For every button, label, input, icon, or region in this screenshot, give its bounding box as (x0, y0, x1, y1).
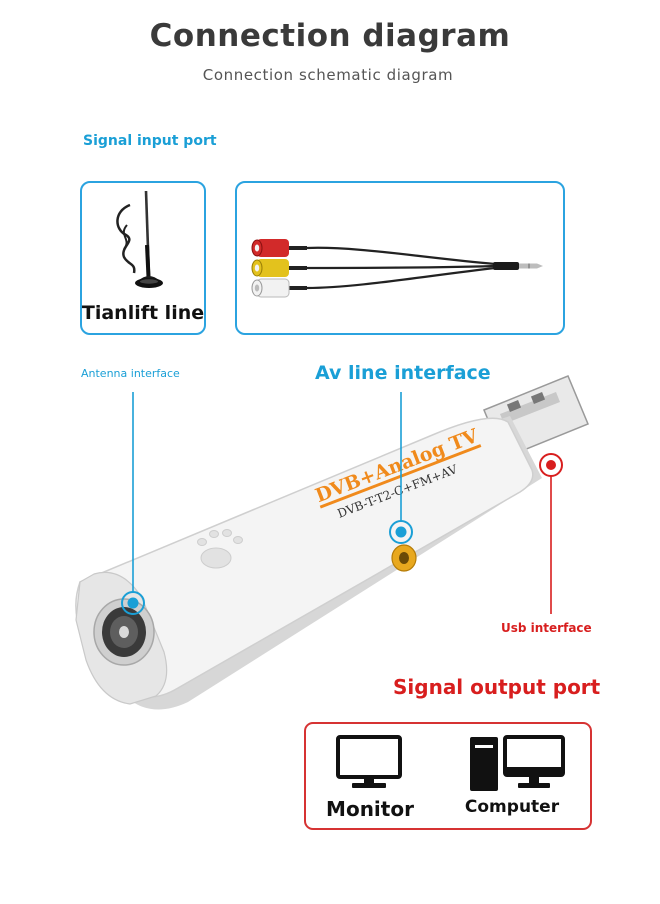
av-interface-label: Av line interface (315, 362, 491, 384)
computer-label: Computer (464, 797, 560, 817)
page-title: Connection diagram (149, 18, 511, 54)
page-subtitle: Connection schematic diagram (202, 66, 454, 84)
signal-input-heading: Signal input port (83, 133, 217, 149)
antenna-interface-label: Antenna interface (81, 367, 180, 380)
monitor-icon (336, 735, 402, 788)
usb-interface-label: Usb interface (501, 621, 592, 635)
monitor-label: Monitor (326, 797, 414, 821)
computer-icon (470, 735, 565, 791)
rca-av-cable-icon (251, 239, 543, 298)
av-cable-card (235, 181, 565, 335)
antenna-card (80, 181, 206, 335)
signal-output-heading: Signal output port (393, 675, 601, 699)
antenna-caption: Tianlift line (81, 302, 205, 324)
telescopic-antenna-icon (116, 190, 163, 288)
